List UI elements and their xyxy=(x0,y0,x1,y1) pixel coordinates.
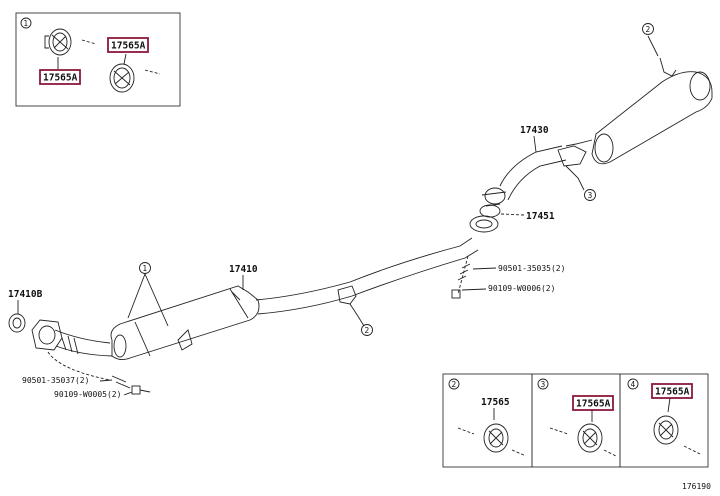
svg-text:90109-W0006(2): 90109-W0006(2) xyxy=(488,284,555,293)
inset-box-2[interactable]: 2 17565 xyxy=(448,378,527,457)
hanger-rubber-icon xyxy=(577,423,603,453)
hanger-rubber-icon xyxy=(653,415,679,445)
muffler xyxy=(565,35,713,165)
svg-text:2: 2 xyxy=(452,380,457,389)
svg-text:17565A: 17565A xyxy=(43,73,78,84)
svg-text:1: 1 xyxy=(143,264,148,273)
inset-1-number: 1 xyxy=(24,19,29,28)
front-pipe-section xyxy=(54,329,113,357)
hanger-rubber-icon xyxy=(109,63,135,93)
svg-text:17565A: 17565A xyxy=(655,387,690,398)
callout-3-main[interactable]: 3 xyxy=(584,189,596,201)
svg-text:2: 2 xyxy=(365,326,370,335)
flex-joint xyxy=(61,335,79,355)
inset-box-group xyxy=(442,373,709,468)
svg-text:17430: 17430 xyxy=(520,125,549,136)
callout-2-mid[interactable]: 2 xyxy=(361,324,373,336)
svg-text:3: 3 xyxy=(588,191,593,200)
center-gasket-17451[interactable]: 17451 xyxy=(469,204,555,233)
part-label-17565a-bottom[interactable]: 17565A xyxy=(39,69,81,85)
hanger-rubber-icon xyxy=(44,28,72,56)
mid-hanger xyxy=(337,285,365,327)
front-bolts[interactable]: 90501-35037(2) 90109-W0005(2) xyxy=(22,351,151,399)
diagram-id: 176190 xyxy=(682,482,711,491)
part-label-17565a-inset4[interactable]: 17565A xyxy=(651,383,693,399)
front-flange xyxy=(31,319,63,351)
hanger-rubber-icon xyxy=(483,423,509,453)
center-bolts[interactable]: 90501-35035(2) 90109-W0006(2) xyxy=(451,255,565,299)
inset-box-1[interactable]: 1 17565A 17565A xyxy=(15,12,181,107)
front-gasket-17410b[interactable]: 17410B xyxy=(8,289,43,333)
svg-text:17565A: 17565A xyxy=(111,41,146,52)
svg-text:17451: 17451 xyxy=(526,211,555,222)
svg-text:90501-35037(2): 90501-35037(2) xyxy=(22,376,89,385)
svg-text:3: 3 xyxy=(541,380,546,389)
svg-text:17565A: 17565A xyxy=(576,399,611,410)
callout-2-top[interactable]: 2 xyxy=(642,23,654,35)
callout-1[interactable]: 1 xyxy=(127,262,169,327)
mid-pipe xyxy=(255,237,479,315)
inset-box-3[interactable]: 3 17565A xyxy=(537,378,617,457)
part-label-17565a-inset3[interactable]: 17565A xyxy=(572,395,614,411)
svg-text:90109-W0005(2): 90109-W0005(2) xyxy=(54,390,121,399)
svg-text:4: 4 xyxy=(631,380,636,389)
tail-pipe-17430[interactable]: 17430 xyxy=(481,125,587,207)
part-label-17565: 17565 xyxy=(481,397,510,408)
svg-text:90501-35035(2): 90501-35035(2) xyxy=(498,264,565,273)
svg-text:17410B: 17410B xyxy=(8,289,43,300)
inset-box-4[interactable]: 4 17565A xyxy=(627,378,701,455)
svg-text:2: 2 xyxy=(646,25,651,34)
svg-text:17410: 17410 xyxy=(229,264,258,275)
part-label-17565a-top[interactable]: 17565A xyxy=(107,37,149,53)
catalytic-converter-17410[interactable]: 17410 xyxy=(110,264,260,361)
